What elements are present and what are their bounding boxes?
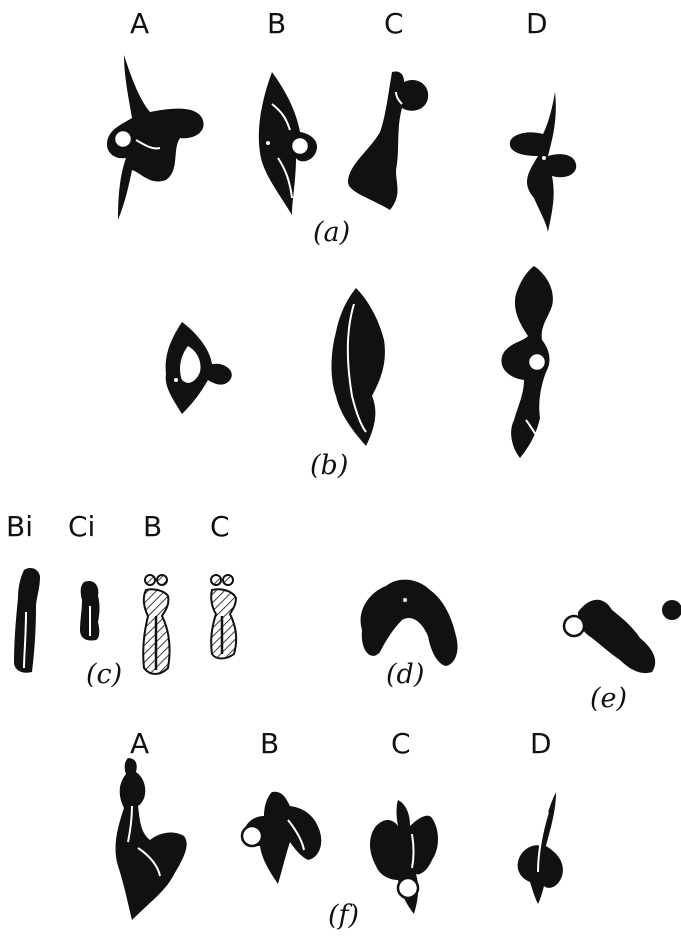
bivalent-c-shape xyxy=(348,71,428,210)
bivalent-b2-shape xyxy=(332,288,385,446)
chromosome-bi-shape xyxy=(14,568,40,673)
bivalent-fd-shape xyxy=(518,792,563,904)
bivalent-fb-shape xyxy=(242,792,321,884)
chromosome-c-hatched xyxy=(211,575,236,659)
bivalent-d-shape xyxy=(510,92,576,232)
bivalent-a-shape xyxy=(107,55,204,220)
bivalent-b3-shape xyxy=(501,266,552,458)
bivalent-b1-shape xyxy=(166,322,232,414)
bivalent-e-chain xyxy=(564,600,681,673)
bivalent-fc-shape xyxy=(370,800,438,914)
bivalent-b-shape xyxy=(259,72,317,215)
chromosome-b-hatched xyxy=(143,575,169,674)
bivalent-fa-shape xyxy=(116,758,187,920)
bivalent-d-chain xyxy=(361,580,458,666)
chromosome-ci-shape xyxy=(80,581,100,641)
